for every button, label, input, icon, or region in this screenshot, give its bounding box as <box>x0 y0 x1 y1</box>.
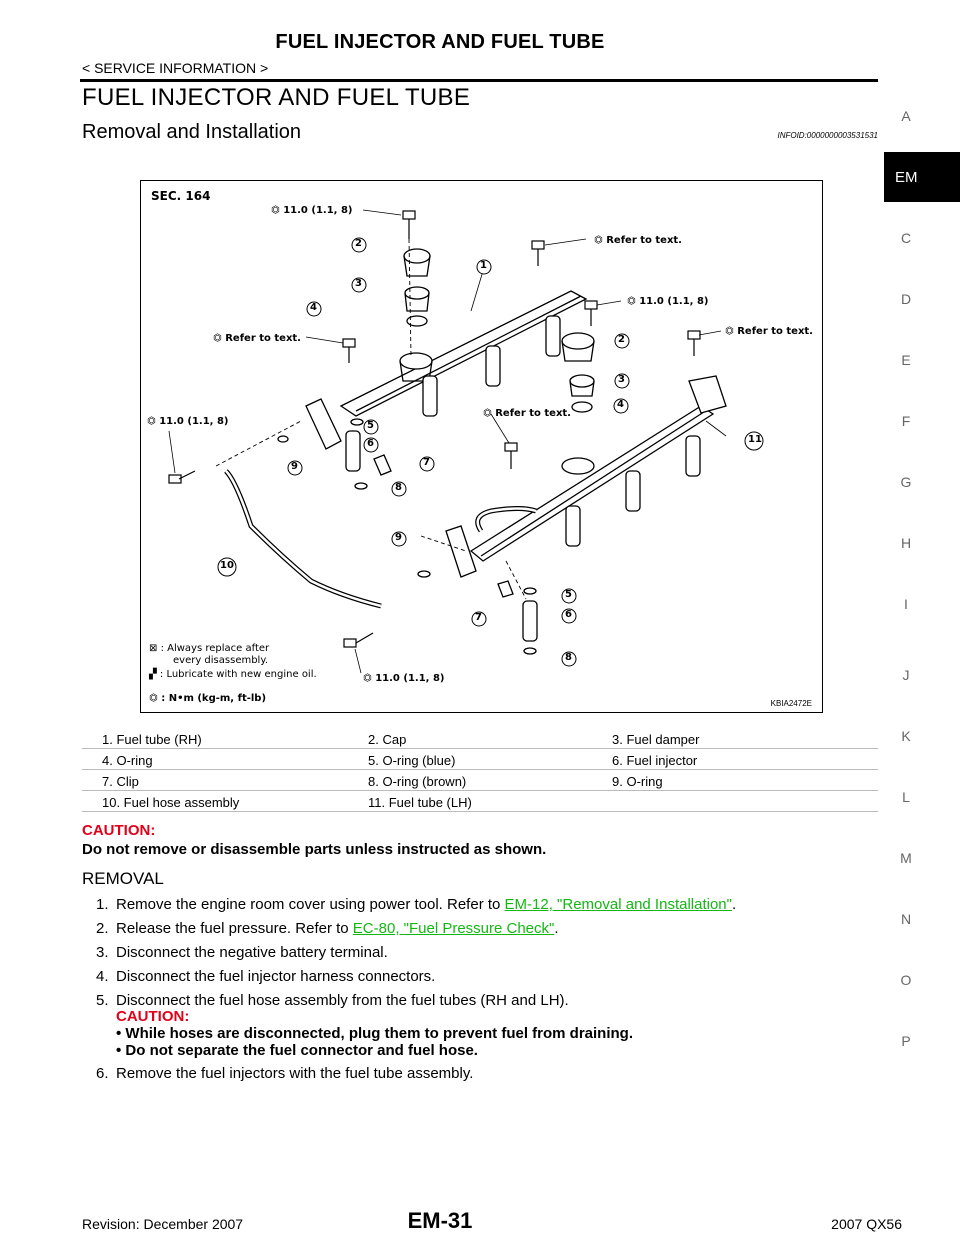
callout-6b: 6 <box>565 609 572 620</box>
sidebar-letter-p[interactable]: P <box>901 1033 911 1049</box>
legend-cell: 1. Fuel tube (RH) <box>102 732 202 747</box>
callout-11: 11 <box>748 434 762 445</box>
legend-cell: 11. Fuel tube (LH) <box>368 795 472 810</box>
sidebar-letter-i[interactable]: I <box>904 596 908 612</box>
removal-step-6: 6.Remove the fuel injectors with the fue… <box>96 1065 474 1082</box>
diagram-section-code: SEC. 164 <box>151 189 211 203</box>
step-5-caution-bullet-1: • While hoses are disconnected, plug the… <box>116 1025 633 1042</box>
diagram-drawing <box>168 209 764 674</box>
sidebar-letter-a[interactable]: A <box>901 108 911 124</box>
lubricate-symbol-icon: ▞ <box>149 669 157 680</box>
section-subtitle: Removal and Installation <box>82 121 302 143</box>
callout-4b: 4 <box>617 399 624 410</box>
exploded-parts-diagram: SEC. 164 ⏣ 11.0 (1.1, 8) ⏣ Refer to text… <box>140 180 823 713</box>
link-em-12[interactable]: EM-12, "Removal and Installation" <box>504 896 732 913</box>
footer-page-number: EM-31 <box>407 1208 473 1233</box>
sidebar-letter-c[interactable]: C <box>900 230 912 246</box>
legend-cell: 10. Fuel hose assembly <box>102 795 240 810</box>
sidebar-letter-k[interactable]: K <box>901 728 911 744</box>
caution-heading: CAUTION: <box>82 822 156 839</box>
torque-label-3: ⏣ 11.0 (1.1, 8) <box>147 416 229 427</box>
replace-symbol-icon: ⊠ <box>149 643 158 654</box>
callout-6: 6 <box>367 438 374 449</box>
callout-10: 10 <box>220 560 234 571</box>
callout-7b: 7 <box>475 612 482 623</box>
sidebar-letter-j[interactable]: J <box>902 667 910 683</box>
callout-7: 7 <box>423 457 430 468</box>
caution-text: Do not remove or disassemble parts unles… <box>82 841 547 858</box>
removal-step-3: 3.Disconnect the negative battery termin… <box>96 944 388 961</box>
sidebar-letter-o[interactable]: O <box>900 972 912 988</box>
sidebar-letter-g[interactable]: G <box>900 474 912 490</box>
callout-8: 8 <box>395 482 402 493</box>
key-replace-line1: ⊠ : Always replace after <box>149 643 270 654</box>
callout-9: 9 <box>291 461 298 472</box>
legend-cell: 4. O-ring <box>102 753 153 768</box>
legend-row: 7. Clip 8. O-ring (brown) 9. O-ring <box>82 770 878 791</box>
removal-step-2: 2.Release the fuel pressure. Refer to EC… <box>96 920 559 937</box>
torque-label-2: ⏣ 11.0 (1.1, 8) <box>627 296 709 307</box>
figure-code: KBIA2472E <box>770 699 812 708</box>
callout-1: 1 <box>480 260 487 271</box>
footer-model: 2007 QX56 <box>831 1216 902 1232</box>
callout-3b: 3 <box>618 374 625 385</box>
sidebar-letter-f[interactable]: F <box>901 413 911 429</box>
callout-5: 5 <box>367 420 374 431</box>
torque-symbol-icon: ⏣ <box>149 693 158 704</box>
step-5-caution-heading: CAUTION: <box>116 1008 190 1025</box>
page-header-subtitle: < SERVICE INFORMATION > <box>82 60 269 76</box>
sidebar-tab-em[interactable]: EM <box>884 152 960 202</box>
callout-2b: 2 <box>618 334 625 345</box>
diagram-callouts <box>217 237 764 667</box>
refer-label-2: ⏣ Refer to text. <box>213 333 301 344</box>
sidebar-letter-h[interactable]: H <box>900 535 912 551</box>
key-lubricate: ▞ : Lubricate with new engine oil. <box>149 669 317 680</box>
legend-row: 10. Fuel hose assembly 11. Fuel tube (LH… <box>82 791 878 812</box>
section-title: FUEL INJECTOR AND FUEL TUBE <box>82 84 471 111</box>
sidebar-letter-e[interactable]: E <box>901 352 911 368</box>
torque-label-1: ⏣ 11.0 (1.1, 8) <box>271 205 353 216</box>
callout-8b: 8 <box>565 652 572 663</box>
removal-heading: REMOVAL <box>82 869 164 888</box>
page-header-title: FUEL INJECTOR AND FUEL TUBE <box>275 31 605 53</box>
key-torque: ⏣ : N•m (kg-m, ft-lb) <box>149 693 267 704</box>
sidebar-letter-l[interactable]: L <box>902 789 910 805</box>
header-divider <box>80 79 878 82</box>
sidebar-letter-n[interactable]: N <box>900 911 912 927</box>
callout-9b: 9 <box>395 532 402 543</box>
legend-cell: 6. Fuel injector <box>612 753 698 768</box>
key-replace-line2: every disassembly. <box>173 655 269 666</box>
refer-label-1: ⏣ Refer to text. <box>594 235 682 246</box>
legend-row: 1. Fuel tube (RH) 2. Cap 3. Fuel damper <box>82 728 878 749</box>
sidebar-letter-d[interactable]: D <box>900 291 912 307</box>
legend-cell: 2. Cap <box>368 732 407 747</box>
removal-step-5: 5.Disconnect the fuel hose assembly from… <box>96 992 569 1009</box>
step-5-caution-bullet-2: • Do not separate the fuel connector and… <box>116 1042 478 1059</box>
legend-row: 4. O-ring 5. O-ring (blue) 6. Fuel injec… <box>82 749 878 770</box>
callout-5b: 5 <box>565 589 572 600</box>
removal-step-4: 4.Disconnect the fuel injector harness c… <box>96 968 436 985</box>
footer-revision: Revision: December 2007 <box>82 1216 244 1232</box>
legend-cell: 8. O-ring (brown) <box>368 774 467 789</box>
refer-label-3: ⏣ Refer to text. <box>725 326 813 337</box>
callout-4: 4 <box>310 302 317 313</box>
sidebar-letter-m[interactable]: M <box>900 850 912 866</box>
legend-cell: 7. Clip <box>102 774 139 789</box>
legend-cell: 3. Fuel damper <box>612 732 700 747</box>
callout-3: 3 <box>355 278 362 289</box>
refer-label-4: ⏣ Refer to text. <box>483 408 571 419</box>
removal-step-1: 1.Remove the engine room cover using pow… <box>96 896 737 913</box>
torque-label-4: ⏣ 11.0 (1.1, 8) <box>363 673 445 684</box>
callout-2: 2 <box>355 238 362 249</box>
legend-cell: 9. O-ring <box>612 774 663 789</box>
legend-cell: 5. O-ring (blue) <box>368 753 456 768</box>
link-ec-80[interactable]: EC-80, "Fuel Pressure Check" <box>352 920 555 937</box>
info-id: INFOID:0000000003531531 <box>777 131 878 140</box>
